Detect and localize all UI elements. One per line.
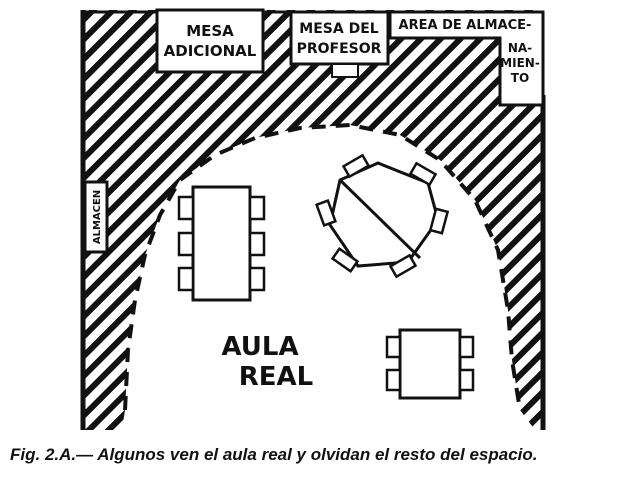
chair bbox=[388, 253, 418, 279]
chair bbox=[248, 266, 266, 292]
mesa-profesor-box: MESA DEL PROFESOR bbox=[289, 10, 390, 78]
chair bbox=[408, 161, 438, 187]
chair bbox=[314, 199, 338, 227]
almacen-label: ALMACEN bbox=[92, 190, 103, 244]
chair bbox=[458, 335, 475, 359]
chair bbox=[330, 247, 360, 273]
area-almacen-line3: MIEN- bbox=[500, 56, 540, 70]
aula-real-line1: AULA bbox=[221, 332, 298, 362]
unused-space-hatching bbox=[83, 10, 543, 430]
chair bbox=[177, 266, 195, 292]
area-almacen-line4: TO bbox=[511, 71, 529, 85]
table-right bbox=[385, 328, 475, 400]
chair bbox=[248, 231, 266, 257]
chair bbox=[428, 207, 450, 235]
aula-real-line2: REAL bbox=[239, 362, 313, 392]
chair bbox=[248, 195, 266, 221]
real-classroom-boundary bbox=[123, 122, 522, 411]
chair bbox=[385, 335, 402, 359]
area-almacen-line1: AREA DE ALMACE- bbox=[399, 18, 532, 33]
area-almacen-line2: NA- bbox=[508, 41, 532, 55]
area-almacenamiento-box: AREA DE ALMACE- NA- MIEN- TO bbox=[388, 10, 545, 107]
table-left bbox=[177, 185, 266, 302]
mesa-adicional-line2: ADICIONAL bbox=[164, 42, 257, 60]
chair bbox=[458, 368, 475, 392]
profesor-chair bbox=[331, 63, 359, 78]
chair bbox=[385, 368, 402, 392]
chair bbox=[341, 153, 371, 179]
mesa-profesor-line1: MESA DEL bbox=[299, 21, 378, 37]
figure-caption: Fig. 2.A.— Algunos ven el aula real y ol… bbox=[10, 445, 538, 464]
mesa-adicional-box: MESA ADICIONAL bbox=[155, 8, 265, 74]
almacen-cabinet: ALMACEN bbox=[83, 180, 109, 254]
mesa-profesor-line2: PROFESOR bbox=[297, 41, 382, 57]
chair bbox=[177, 195, 195, 221]
mesa-adicional-line1: MESA bbox=[186, 22, 234, 40]
table-hexagonal bbox=[314, 153, 450, 279]
chair bbox=[177, 231, 195, 257]
